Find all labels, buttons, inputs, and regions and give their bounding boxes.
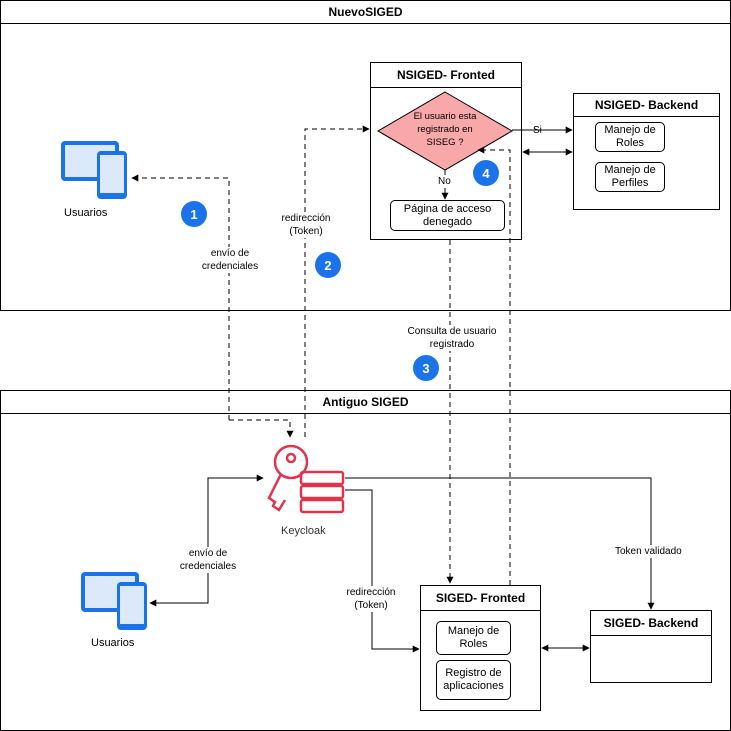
decision-text: El usuario esta registrado en SISEG ? (413, 111, 477, 148)
registro-aplicaciones-label: Registro de aplicaciones (443, 667, 504, 692)
access-denied-label: Página de acceso denegado (403, 202, 492, 228)
edge-envio-keycloak (229, 419, 294, 438)
edge-token-validado (345, 477, 655, 610)
nsiged-backend-manejo-perfiles: Manejo de Perfiles (595, 162, 665, 192)
label-redireccion-antiguo: redirección (Token) (341, 586, 401, 612)
access-denied-page: Página de acceso denegado (390, 200, 505, 231)
step-badge-1: 1 (181, 201, 207, 227)
siged-frontend-manejo-roles: Manejo de Roles (436, 621, 511, 655)
nsiged-frontend-title: NSIGED- Fronted (371, 63, 521, 88)
siged-backend-title: SIGED- Backend (591, 611, 711, 636)
devices-icon-antiguo (81, 572, 147, 630)
devices-icon (61, 141, 127, 199)
step-badge-4: 4 (473, 160, 499, 186)
label-token-validado: Token validado (615, 545, 682, 558)
manejo-perfiles-label: Manejo de Perfiles (604, 164, 656, 189)
edge-respuesta-registro (477, 146, 511, 585)
siged-backend-box: SIGED- Backend (590, 610, 712, 683)
nsiged-backend-manejo-roles: Manejo de Roles (595, 122, 665, 152)
label-envio-antiguo: envío de credenciales (174, 547, 242, 573)
edge-redireccion-token-nuevo (304, 125, 370, 437)
step-badge-2: 2 (315, 252, 341, 278)
edge-envio-credenciales-nuevo (131, 174, 230, 420)
usuarios-label-nuevo: Usuarios (64, 207, 108, 219)
label-redireccion-nuevo: redirección (Token) (276, 212, 336, 238)
antiguo-siged-title: Antiguo SIGED (1, 391, 730, 414)
label-si: Si (533, 125, 542, 136)
edge-redireccion-antiguo (345, 489, 420, 653)
nuevo-siged-title: NuevoSIGED (1, 1, 730, 24)
manejo-roles-label: Manejo de Roles (604, 124, 656, 149)
keycloak-icon (267, 444, 345, 514)
label-no: No (438, 175, 451, 188)
label-consulta: Consulta de usuario registrado (405, 325, 499, 351)
usuarios-label-antiguo: Usuarios (91, 637, 135, 649)
siged-manejo-roles-label: Manejo de Roles (447, 625, 500, 650)
siged-frontend-registro-aplicaciones: Registro de aplicaciones (436, 660, 511, 700)
siged-frontend-title: SIGED- Fronted (421, 586, 540, 611)
nsiged-backend-title: NSIGED- Backend (574, 94, 719, 117)
keycloak-label: Keycloak (281, 525, 326, 537)
edge-envio-credenciales-antiguo (149, 474, 264, 607)
step-badge-3: 3 (413, 355, 439, 381)
label-envio-nuevo: envío de credenciales (196, 247, 264, 273)
